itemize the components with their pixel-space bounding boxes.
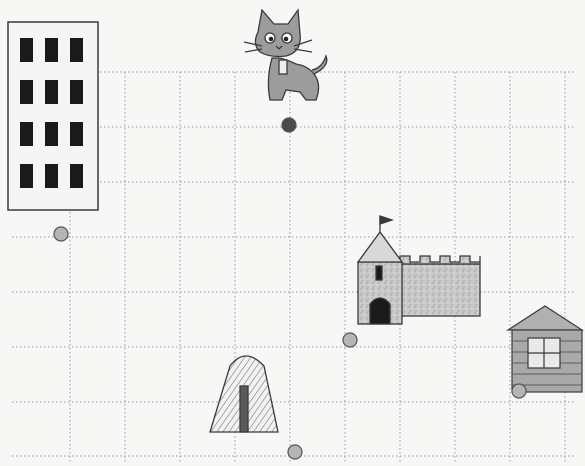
hut-icon	[210, 356, 278, 432]
marker-castle	[343, 333, 357, 347]
marker-hut	[288, 445, 302, 459]
castle-icon	[358, 216, 480, 324]
marker-log-house	[512, 384, 526, 398]
marker-building	[54, 227, 68, 241]
apartment-building-icon	[8, 22, 98, 210]
marker-cat	[282, 118, 296, 132]
log-house-icon	[508, 306, 582, 392]
cat-icon	[244, 10, 327, 100]
